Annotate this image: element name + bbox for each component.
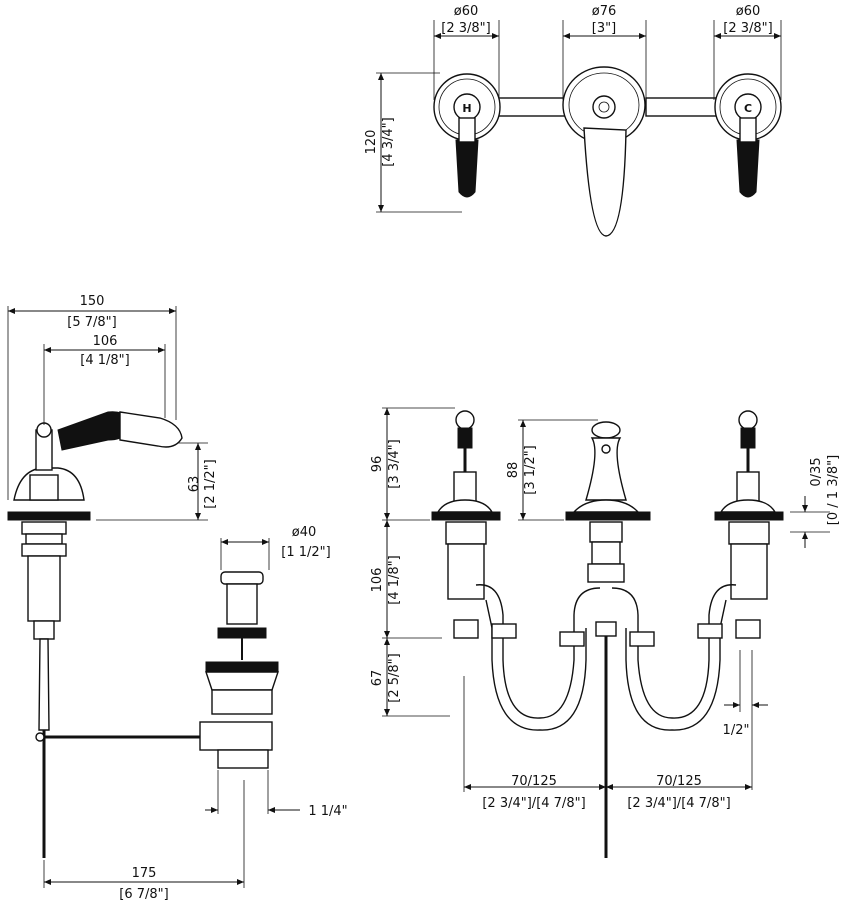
top-connector-right bbox=[645, 97, 721, 117]
dim-side-offset-in: [6 7/8"] bbox=[119, 887, 168, 902]
dim-front-spout-height-in: [3 1/2"] bbox=[523, 445, 538, 494]
dim-front-handle-height-in: [3 3/4"] bbox=[387, 439, 402, 488]
dim-spacing-left: 70/125 bbox=[511, 774, 557, 789]
dim-spacing-right-in: [2 3/4"]/[4 7/8"] bbox=[627, 796, 730, 811]
dim-top-right-diameter: ø60 bbox=[736, 4, 761, 19]
dim-top-center-diameter-in: [3"] bbox=[592, 21, 616, 36]
dim-drain-outlet: 1 1/4" bbox=[308, 804, 347, 819]
top-right-handle: C bbox=[714, 73, 782, 198]
dim-deck-thickness-in: [0 / 1 3/8"] bbox=[826, 455, 841, 525]
dim-side-height-in: [2 1/2"] bbox=[203, 459, 218, 508]
dim-top-right-diameter-in: [2 3/8"] bbox=[723, 21, 772, 36]
dim-side-offset: 175 bbox=[132, 866, 157, 881]
dim-front-body-height: 106 bbox=[370, 568, 385, 593]
dim-spacing-right: 70/125 bbox=[656, 774, 702, 789]
dim-front-hose-depth-in: [2 5/8"] bbox=[387, 653, 402, 702]
dim-side-height: 63 bbox=[187, 476, 202, 493]
side-spout-head bbox=[119, 411, 183, 448]
top-left-lever bbox=[455, 139, 479, 198]
dim-drain-diameter-in: [1 1/2"] bbox=[281, 545, 330, 560]
top-center-spout bbox=[562, 66, 646, 237]
dim-top-left-diameter-in: [2 3/8"] bbox=[441, 21, 490, 36]
front-spout bbox=[565, 421, 651, 858]
dim-drain-diameter: ø40 bbox=[292, 525, 317, 540]
top-left-handle: H bbox=[433, 73, 501, 198]
dim-top-height: 120 bbox=[364, 130, 379, 155]
dim-connection-size: 1/2" bbox=[723, 723, 750, 738]
dim-front-body-height-in: [4 1/8"] bbox=[387, 555, 402, 604]
front-left-valve bbox=[431, 410, 501, 639]
top-right-lever bbox=[736, 139, 760, 198]
dim-top-left-diameter: ø60 bbox=[454, 4, 479, 19]
dim-front-hose-depth: 67 bbox=[370, 670, 385, 687]
cold-label: C bbox=[744, 102, 752, 115]
hot-label: H bbox=[462, 102, 471, 115]
dim-side-width-in: [5 7/8"] bbox=[67, 315, 116, 330]
dim-top-center-diameter: ø76 bbox=[592, 4, 617, 19]
side-drain bbox=[199, 571, 279, 769]
top-connector-left bbox=[492, 97, 568, 117]
top-view: H C ø60 [2 3/8"] ø76 bbox=[364, 4, 782, 237]
side-deck-plate bbox=[7, 511, 91, 521]
dim-front-handle-height: 96 bbox=[370, 456, 385, 473]
front-right-valve bbox=[714, 410, 784, 639]
dim-deck-thickness: 0/35 bbox=[809, 457, 824, 486]
front-view: 96 [3 3/4"] 88 [3 1/2"] 106 [4 1/8"] 67 … bbox=[370, 407, 841, 858]
dim-side-width: 150 bbox=[80, 294, 105, 309]
dim-side-reach-in: [4 1/8"] bbox=[80, 353, 129, 368]
dim-spacing-left-in: [2 3/4"]/[4 7/8"] bbox=[482, 796, 585, 811]
dim-side-reach: 106 bbox=[93, 334, 118, 349]
side-view: 150 [5 7/8"] 106 [4 1/8"] 63 [2 1/2"] ø4… bbox=[7, 294, 348, 902]
dim-top-height-in: [4 3/4"] bbox=[381, 117, 396, 166]
dim-front-spout-height: 88 bbox=[506, 462, 521, 479]
